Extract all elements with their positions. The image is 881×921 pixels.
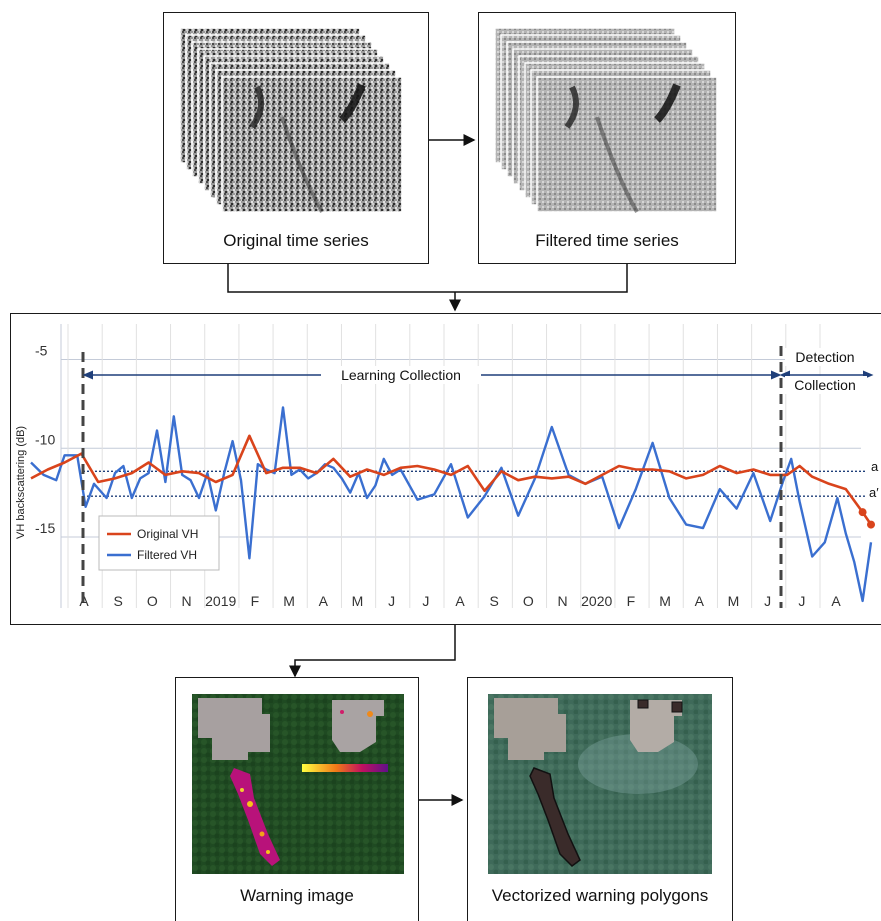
x-tick-label: N	[181, 593, 191, 609]
y-tick-label: -10	[35, 431, 55, 447]
x-tick-label: J	[422, 593, 429, 609]
x-tick-label: A	[319, 593, 329, 609]
x-tick-label: S	[114, 593, 123, 609]
arrow-panels-to-chart	[227, 264, 628, 293]
mask-polygon-left	[198, 698, 270, 760]
x-tick-label: J	[798, 593, 805, 609]
original-series-panel: Original time series	[163, 12, 429, 264]
x-tick-label: M	[728, 593, 740, 609]
detection-point	[858, 508, 867, 517]
x-tick-label: F	[627, 593, 636, 609]
vector-polygons-image	[488, 694, 712, 874]
x-tick-label: M	[352, 593, 364, 609]
x-tick-label: J	[388, 593, 395, 609]
x-tick-label: S	[490, 593, 499, 609]
legend: Original VH Filtered VH	[98, 515, 220, 571]
y-tick-label: -5	[35, 343, 48, 359]
legend-original-label: Original VH	[137, 527, 198, 541]
color-scale-bar	[302, 764, 388, 772]
threshold-a-prime-label: a′	[869, 485, 879, 500]
detection-label-line1: Detection	[795, 349, 854, 365]
vector-polygons-caption: Vectorized warning polygons	[491, 886, 709, 905]
series-filtered-vh	[30, 406, 873, 603]
x-tick-label: J	[764, 593, 771, 609]
vector-polygons-panel: Vectorized warning polygons	[467, 677, 733, 921]
x-tick-label: F	[251, 593, 260, 609]
x-tick-label: M	[659, 593, 671, 609]
threshold-a-label: a	[871, 459, 879, 474]
x-tick-label: A	[695, 593, 705, 609]
chart-panel: VH backscattering (dB) -5 -10 -15 A S O N 2019…	[10, 313, 881, 625]
arrow-chart-to-warning	[289, 625, 456, 678]
y-tick-label: -15	[35, 520, 55, 536]
x-tick-label: 2019	[205, 593, 236, 609]
learning-collection-label: Learning Collection	[341, 367, 461, 383]
warning-image	[192, 694, 404, 874]
x-tick-label: A	[455, 593, 465, 609]
legend-filtered-label: Filtered VH	[137, 548, 197, 562]
x-tick-label: M	[283, 593, 295, 609]
warning-image-caption: Warning image	[240, 886, 354, 905]
filtered-series-panel: Filtered time series	[478, 12, 736, 264]
original-series-stack	[179, 27, 403, 213]
filtered-series-stack	[494, 27, 718, 213]
vh-timeseries-chart: VH backscattering (dB) -5 -10 -15 A S O N 2019…	[15, 324, 879, 609]
detection-point	[867, 520, 875, 529]
x-tick-label: 2020	[581, 593, 612, 609]
x-tick-label: A	[831, 593, 841, 609]
original-series-caption: Original time series	[223, 231, 369, 250]
vector-warning-polygon	[529, 767, 581, 867]
filtered-series-caption: Filtered time series	[535, 231, 679, 250]
warning-image-panel: Warning image	[175, 677, 419, 921]
x-tick-label: O	[523, 593, 534, 609]
y-axis-label: VH backscattering (dB)	[15, 426, 27, 539]
warning-polygon	[230, 768, 280, 866]
x-tick-label: N	[557, 593, 567, 609]
detection-label-line2: Collection	[794, 377, 855, 393]
x-tick-label: O	[147, 593, 158, 609]
series-original-vh	[30, 434, 873, 526]
